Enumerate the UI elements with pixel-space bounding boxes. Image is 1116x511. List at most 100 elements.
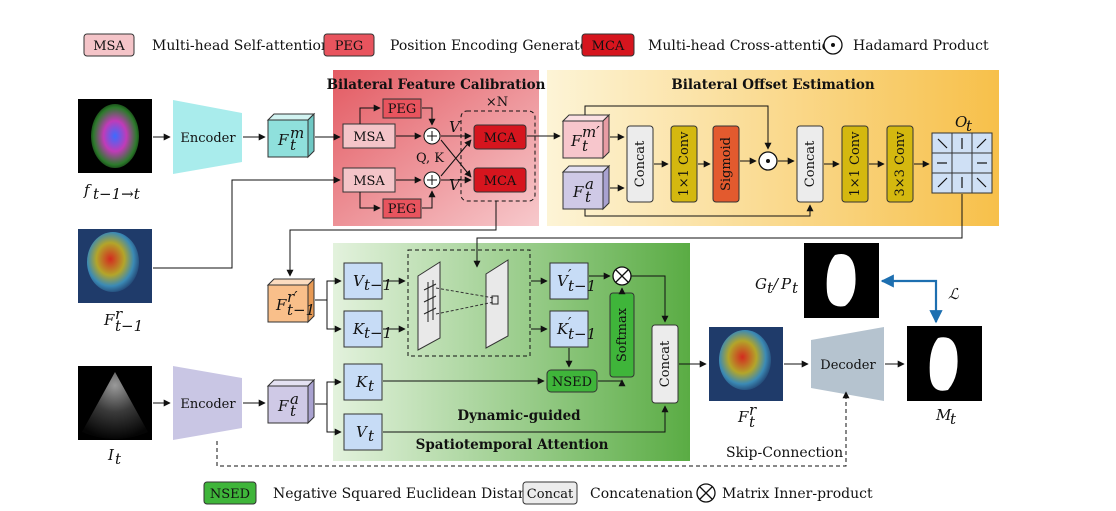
msa-bottom (342, 167, 396, 193)
boe-panel (547, 70, 999, 226)
svg-text:F: F (572, 183, 584, 201)
legend-concat-swatch (522, 481, 578, 505)
legend-concat-text: Concatenation (590, 486, 693, 502)
svg-text:MSA: MSA (353, 174, 385, 189)
legend-mca-text: Multi-head Cross-attention (648, 38, 839, 54)
svg-text:MCA: MCA (484, 131, 517, 146)
svg-text:P: P (780, 275, 792, 293)
svg-text:F: F (277, 397, 289, 415)
legend-msa-tag: MSA (93, 39, 125, 54)
skip-connection-label: Skip-Connection (726, 445, 843, 461)
svg-text:a: a (290, 390, 299, 408)
legend-msa-text: Multi-head Self-attention (152, 38, 330, 54)
legend-mca-swatch (581, 33, 635, 57)
svg-text:Encoder: Encoder (180, 131, 236, 146)
svg-text:Concat: Concat (803, 140, 818, 187)
svg-text:1×1 Conv: 1×1 Conv (848, 131, 863, 197)
flow-label: f (83, 181, 92, 199)
svg-text:t−1: t−1 (115, 317, 143, 335)
ground-truth-mask (804, 243, 879, 318)
svg-text:F: F (277, 131, 289, 149)
offset-grid-icon (931, 132, 993, 194)
svg-text:t: t (792, 279, 799, 297)
legend-nsed-swatch (203, 481, 257, 505)
concat-boe-1 (626, 125, 654, 203)
prediction-mask (907, 326, 982, 401)
conv1x1-boe-2 (841, 125, 869, 203)
feature-v: V t (343, 413, 383, 451)
svg-text:MCA: MCA (484, 174, 517, 189)
svg-text:′: ′ (568, 314, 572, 332)
legend-peg-tag: PEG (335, 39, 364, 54)
legend-bottom: NSED Negative Squared Euclidean Distance… (203, 481, 873, 505)
svg-text:V: V (356, 423, 369, 441)
svg-text:r′: r′ (287, 288, 298, 306)
svg-text:t: t (582, 137, 589, 155)
mca-top (473, 124, 527, 150)
feature-fr-prime: F r′ t−1 (266, 277, 316, 324)
legend-mca-tag: MCA (592, 39, 625, 54)
legend-peg-text: Position Encoding Generator (390, 38, 595, 54)
feature-fa-bottom: F a t (266, 378, 316, 425)
svg-text:Concat: Concat (658, 340, 673, 387)
peg-top (382, 98, 422, 119)
encoder-bottom (173, 366, 242, 440)
svg-text:PEG: PEG (388, 102, 417, 117)
svg-text:t: t (767, 279, 774, 297)
reference-image (78, 229, 152, 303)
concat-boe-2 (796, 125, 824, 203)
nsed-block (546, 369, 598, 393)
svg-text:r: r (749, 401, 757, 419)
feature-fa-top: F a t (561, 164, 611, 211)
mca-repeat-box (460, 110, 536, 202)
svg-text:×N: ×N (486, 95, 508, 110)
svg-text:K: K (355, 373, 368, 391)
svg-text:m′: m′ (582, 123, 600, 141)
bfc-title: Bilateral Feature Calibration (327, 77, 546, 93)
decoder (811, 327, 884, 401)
svg-text:t−1: t−1 (568, 277, 596, 295)
svg-text:Softmax: Softmax (615, 307, 630, 362)
concat-dgsa (651, 324, 679, 404)
svg-text:V: V (353, 272, 366, 290)
fused-feature-image (709, 327, 783, 401)
svg-text:K: K (352, 320, 365, 338)
legend-concat-tag: Concat (527, 487, 574, 502)
echo-image (78, 366, 152, 440)
svg-text:t: t (585, 188, 592, 206)
deform-plane-left (417, 261, 441, 351)
svg-text:t−1: t−1 (364, 324, 392, 342)
svg-text:V: V (449, 118, 462, 136)
svg-text:Sigmoid: Sigmoid (719, 137, 734, 191)
svg-text:PEG: PEG (388, 202, 417, 217)
legend-matrix-text: Matrix Inner-product (722, 486, 873, 502)
svg-text:V: V (557, 272, 570, 290)
encoder-top (173, 100, 242, 174)
svg-text:′: ′ (568, 266, 572, 284)
deform-box (407, 249, 531, 357)
msa-top (342, 123, 396, 149)
svg-text:t: t (950, 410, 957, 428)
svg-text:t: t (966, 117, 973, 135)
feature-v-prev: V t−1 (343, 262, 392, 300)
svg-text:Encoder: Encoder (180, 397, 236, 412)
feature-fm: F m t (266, 112, 316, 159)
peg-bottom (382, 198, 422, 219)
svg-text:V: V (449, 176, 462, 194)
conv1x1-boe-1 (670, 125, 698, 203)
svg-text:t: t (290, 136, 297, 154)
echo-label: I (107, 446, 115, 464)
svg-text:t: t (115, 450, 122, 468)
svg-text:/: / (771, 275, 780, 293)
legend-nsed-text: Negative Squared Euclidean Distance (273, 486, 543, 502)
svg-text:t: t (368, 377, 375, 395)
feature-v-prev-prime: V ′ t−1 (549, 262, 596, 300)
ref-feature-label: F (103, 311, 115, 329)
loss-arrow (880, 274, 943, 324)
svg-text:Q, K: Q, K (416, 151, 444, 166)
legend-top: MSA Multi-head Self-attention PEG Positi… (83, 33, 989, 57)
flow-image (78, 99, 152, 173)
svg-text:F: F (275, 296, 287, 314)
feature-k-prev-prime: K ′ t−1 (549, 310, 596, 348)
